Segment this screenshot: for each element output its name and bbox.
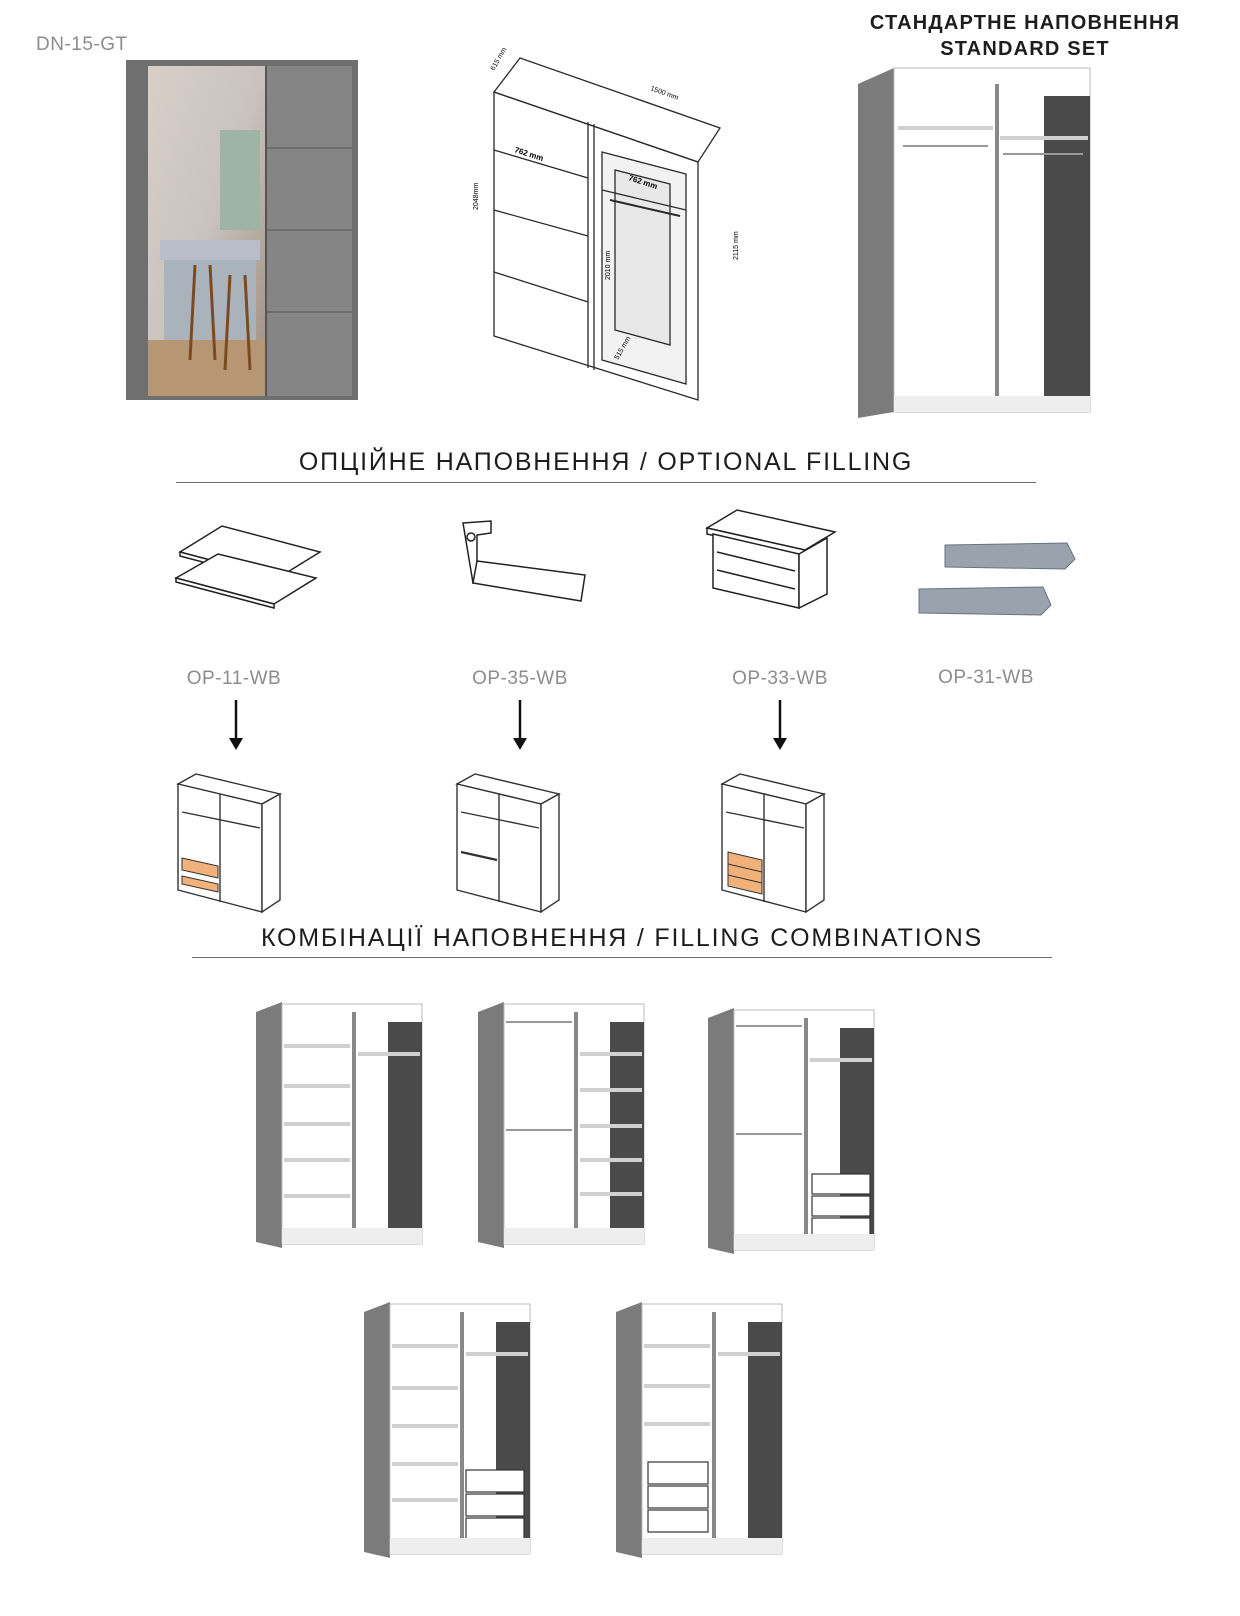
standard-set-title: СТАНДАРТНЕ НАПОВНЕННЯ STANDARD SET xyxy=(855,10,1195,62)
filling-combinations-divider xyxy=(192,957,1052,958)
dim-height-inner-label: 2048mm xyxy=(473,183,480,210)
standard-set-render xyxy=(858,67,1091,418)
soft-close-mechanism-icon xyxy=(918,542,1076,616)
dim-depth-label: 615 mm xyxy=(490,46,509,72)
dim-width-label: 1500 mm xyxy=(649,85,679,102)
item-code-op-31: OP-31-WB xyxy=(938,667,1034,688)
arrow-down-icon xyxy=(229,700,243,750)
item-code-op-11: OP-11-WB xyxy=(186,668,282,689)
combination-render-4 xyxy=(364,1302,531,1558)
standard-set-title-ua: СТАНДАРТНЕ НАПОВНЕННЯ xyxy=(869,12,1181,34)
wardrobe-diagram-rail xyxy=(455,773,561,914)
standard-set-title-en: STANDARD SET xyxy=(940,38,1110,60)
arrow-down-icon xyxy=(773,700,787,750)
optional-filling-title: ОПЦІЙНЕ НАПОВНЕННЯ / OPTIONAL FILLING xyxy=(298,448,914,476)
dim-hanging-label: 2010 mm xyxy=(605,251,612,280)
technical-drawing: 615 mm 1500 mm 2048mm 2115 mm 762 mm 762… xyxy=(473,46,740,401)
dim-height-total-label: 2115 mm xyxy=(733,231,740,260)
wardrobe-diagram-shelves xyxy=(176,773,282,914)
wardrobe-diagram-drawers xyxy=(720,773,826,914)
combination-render-3 xyxy=(708,1008,875,1254)
shelves-icon xyxy=(174,525,322,609)
wardrobe-product-photo xyxy=(126,60,358,400)
item-code-op-35: OP-35-WB xyxy=(472,668,568,689)
drawer-unit-icon xyxy=(705,509,837,610)
arrow-down-icon xyxy=(513,700,527,750)
combination-render-5 xyxy=(616,1302,783,1558)
hanging-rail-icon xyxy=(462,520,586,602)
combination-render-2 xyxy=(478,1002,645,1248)
combination-render-1 xyxy=(256,1002,423,1248)
filling-combinations-title: КОМБІНАЦІЇ НАПОВНЕННЯ / FILLING COMBINAT… xyxy=(260,924,984,952)
item-code-op-33: OP-33-WB xyxy=(732,668,828,689)
model-code: DN-15-GT xyxy=(36,34,128,55)
optional-filling-divider xyxy=(176,482,1036,483)
